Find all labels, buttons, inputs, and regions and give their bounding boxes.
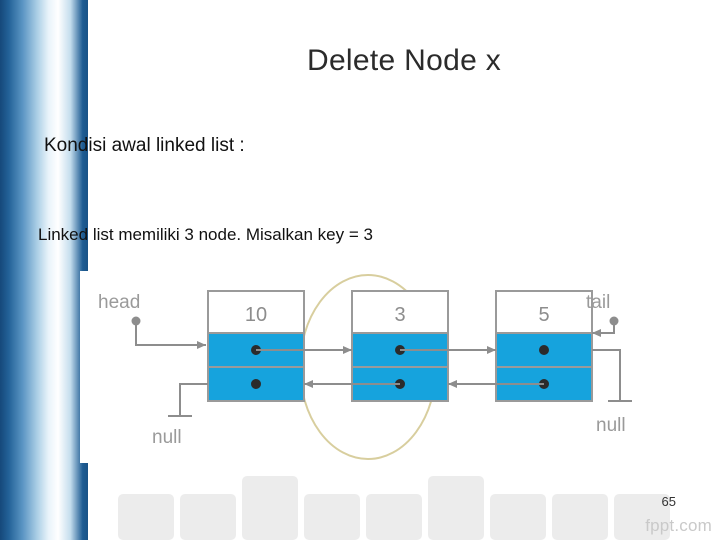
key-square	[242, 476, 298, 540]
tail-label: tail	[586, 292, 610, 313]
key-square	[180, 494, 236, 540]
keyboard-keys-decoration	[118, 460, 720, 540]
key-square	[118, 494, 174, 540]
head-arrow	[135, 321, 206, 346]
key-square	[490, 494, 546, 540]
node-3-value: 5	[538, 304, 549, 326]
key-square	[304, 494, 360, 540]
head-label: head	[98, 292, 140, 313]
body-line-2: Linked list memiliki 3 node. Misalkan ke…	[38, 225, 373, 244]
null-right-connector	[592, 349, 621, 401]
null-right-label: null	[596, 415, 626, 436]
node-2-value-box	[351, 290, 449, 334]
key-square	[366, 494, 422, 540]
null-left-connector	[179, 383, 208, 416]
node-2-value: 3	[394, 304, 405, 326]
linked-list-diagram: head 10 3 5	[80, 271, 656, 463]
key-square	[614, 494, 670, 540]
body-line-1: Kondisi awal linked list :	[44, 135, 245, 156]
node-1-value-box	[207, 290, 305, 334]
node-1-value: 10	[245, 304, 267, 326]
left-decorative-band	[0, 0, 88, 540]
key-square	[552, 494, 608, 540]
key-square	[428, 476, 484, 540]
page-number: 65	[661, 494, 676, 509]
node-1-prev-dot	[251, 379, 261, 389]
null-left-label: null	[152, 427, 182, 448]
node-3-next-dot	[539, 345, 549, 355]
node-3-value-box	[495, 290, 593, 334]
page-title: Delete Node x	[306, 44, 501, 77]
watermark: fppt.com	[645, 516, 712, 535]
